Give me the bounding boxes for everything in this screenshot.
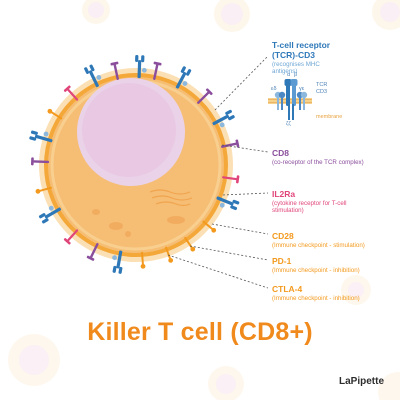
label-cd28-title: CD28	[272, 231, 294, 241]
inset-cd3-label: CD3	[316, 89, 328, 95]
cd8-receptor	[197, 88, 213, 104]
organelles	[92, 189, 193, 237]
background-cell	[214, 0, 250, 32]
inset-membrane-label: membrane	[316, 114, 343, 120]
checkpoint-receptor	[35, 186, 52, 194]
tcr-receptor	[212, 109, 235, 128]
inset-epsilon-delta-label: εδ	[271, 86, 277, 92]
leader-line-il2ra	[222, 192, 269, 196]
tcr-receptor	[38, 205, 62, 224]
cd8-receptor	[153, 61, 162, 80]
label-cd8-subtitle: (co-receptor of the TCR complex)	[272, 158, 364, 166]
label-tcr-title: T-cell receptor	[272, 40, 331, 50]
inset-tcr-beta-chain	[290, 79, 298, 106]
inset-gamma-epsilon-label: γε	[299, 86, 305, 92]
label-ctla4: CTLA-4 (Immune checkpoint - inhibition)	[272, 284, 398, 302]
nucleus-inner	[82, 83, 176, 177]
cd8-receptor	[110, 61, 119, 80]
background-cell	[8, 334, 60, 386]
diagram-title: Killer T cell (CD8+)	[87, 318, 313, 346]
inset-cd3-left	[274, 91, 286, 110]
tcr-receptor	[135, 54, 147, 79]
label-cd8: CD8 (co-receptor of the TCR complex)	[272, 148, 398, 166]
cd8-receptor	[86, 243, 99, 261]
leader-line-pd1	[189, 245, 269, 261]
background-cell	[82, 0, 110, 24]
background-cell	[372, 0, 400, 30]
label-cd28-subtitle: (Immune checkpoint - stimulation)	[272, 241, 365, 249]
cd8-receptor	[221, 139, 240, 148]
background-cell	[341, 275, 371, 305]
tcr-receptor	[175, 66, 192, 89]
label-tcr-cd3: T-cell receptor (TCR)-CD3 (recognises MH…	[272, 40, 382, 75]
label-il2ra-title: IL2Ra	[272, 189, 296, 199]
background-cell	[208, 366, 244, 400]
label-cd28: CD28 (Immune checkpoint - stimulation)	[272, 231, 398, 249]
inset-tcr-alpha-chain	[284, 79, 292, 106]
checkpoint-receptor	[47, 108, 63, 120]
il2ra-receptor	[222, 175, 240, 184]
membrane-receptors	[29, 54, 240, 274]
label-il2ra-subtitle: (cytokine receptor for T-cell	[272, 199, 347, 207]
inset-beta-label: β	[294, 72, 298, 78]
leader-line-ctla4	[167, 254, 269, 289]
leader-line-tcr	[214, 55, 269, 111]
label-pd1-title: PD-1	[272, 256, 292, 266]
label-pd1: PD-1 (Immune checkpoint - inhibition)	[272, 256, 398, 274]
inset-alpha-label: α	[287, 72, 291, 78]
inset-cd3-right	[296, 91, 308, 110]
label-il2ra-subtitle-2: stimulation)	[272, 206, 304, 214]
inset-zeta-label: ζζ	[286, 121, 291, 127]
label-tcr-title-2: (TCR)-CD3	[272, 49, 315, 60]
tcr-receptor	[84, 64, 102, 88]
tcr-receptor	[216, 196, 240, 211]
checkpoint-receptor	[202, 220, 217, 233]
checkpoint-receptor	[165, 246, 174, 263]
inset-tcr-label: TCR	[316, 82, 328, 88]
il2ra-receptor	[63, 85, 79, 101]
tcr-cd3-inset	[268, 79, 312, 120]
inset-zeta-chain	[288, 104, 294, 120]
checkpoint-receptor	[140, 251, 146, 269]
label-cd8-title: CD8	[272, 148, 290, 158]
t-cell	[39, 68, 233, 262]
leader-lines	[167, 55, 269, 289]
background-cell	[378, 372, 400, 400]
il2ra-receptor	[63, 229, 79, 245]
leader-line-cd28	[211, 223, 269, 235]
cd8-receptor	[31, 157, 50, 166]
label-ctla4-title: CTLA-4	[272, 284, 303, 294]
label-tcr-subtitle: (recognises MHC	[272, 60, 320, 68]
label-ctla4-subtitle: (Immune checkpoint - inhibition)	[272, 294, 360, 302]
label-il2ra: IL2Ra (cytokine receptor for T-cell stim…	[272, 189, 392, 214]
tcr-receptor	[112, 250, 123, 274]
brand-logo: LaPipette	[339, 376, 385, 387]
checkpoint-receptor	[184, 236, 196, 252]
tcr-receptor	[29, 130, 53, 143]
label-tcr-subtitle-2: antigens)	[272, 67, 298, 75]
label-pd1-subtitle: (Immune checkpoint - inhibition)	[272, 266, 360, 274]
